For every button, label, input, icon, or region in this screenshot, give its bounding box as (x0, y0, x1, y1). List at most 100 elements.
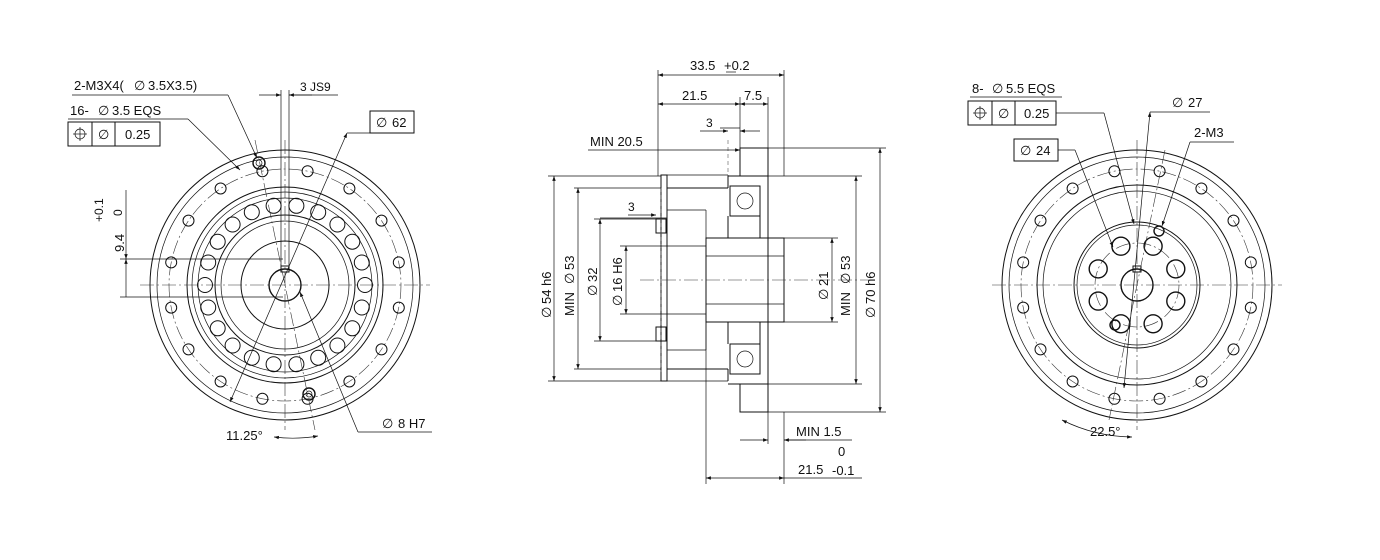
shaft-dia-text: 8 H7 (398, 416, 425, 431)
roller (288, 197, 305, 214)
bolt-hole (182, 214, 195, 227)
bolt-hole (182, 343, 195, 356)
diameter-symbol: ∅ (816, 289, 831, 300)
diameter-symbol: ∅ (98, 103, 109, 118)
right-holes-callout-text: 8- (972, 81, 984, 96)
left-feature-control-frame: ∅ 0.25 (67, 121, 161, 147)
diameter-symbol: ∅ (863, 307, 878, 318)
diameter-symbol: ∅ (539, 307, 554, 318)
min-53-right-text: 53 (838, 256, 853, 270)
bolt-hole (214, 182, 227, 195)
roller (344, 233, 361, 250)
diameter-symbol: ∅ (1020, 143, 1031, 158)
dia-54-text: 54 h6 (539, 271, 554, 304)
left-angle-dimension: 11.25° (226, 428, 319, 443)
overall-length-text: 33.5 (690, 58, 715, 73)
bore-dia-text: 62 (392, 115, 406, 130)
bolt-hole (375, 214, 388, 227)
bolt-hole (1153, 392, 1166, 405)
height-tol-upper: +0.1 (92, 198, 106, 222)
left-angle-text: 11.25° (226, 428, 263, 443)
len-b-text: 7.5 (744, 88, 762, 103)
right-dia-27-callout: ∅ 27 (1122, 95, 1210, 389)
bolt-hole (1195, 182, 1208, 195)
min-1-5-text: MIN 1.5 (796, 424, 842, 439)
bolt-hole (375, 343, 388, 356)
len-a-text: 21.5 (682, 88, 707, 103)
right-view: 8- ∅ 5.5 EQS ∅ 0.25 ∅ 27 ∅ 24 (967, 81, 1282, 439)
roller (353, 254, 370, 271)
dia-32-text: 32 (585, 268, 600, 282)
bottom-len-text: 21.5 (798, 462, 823, 477)
right-angle-text: 22.5° (1090, 424, 1121, 439)
roller (265, 356, 282, 373)
bolt-hole (1034, 343, 1047, 356)
right-holes-callout: 8- ∅ 5.5 EQS ∅ 0.25 (967, 81, 1135, 225)
keyway-dimension: 3 JS9 (259, 80, 338, 266)
inner-hole (1088, 259, 1108, 279)
min-53-right-prefix: MIN (838, 292, 853, 316)
bolt-hole (343, 182, 356, 195)
roller (310, 349, 327, 366)
dia-16-text: 16 H6 (610, 257, 625, 292)
diameter-symbol: ∅ (376, 115, 387, 130)
roller (209, 233, 226, 250)
middle-bottom-dimensions: MIN 1.5 21.5 0 -0.1 (705, 322, 862, 484)
diameter-symbol: ∅ (382, 416, 393, 431)
middle-top-dimensions: 33.5 +0.2 21.5 7.5 3 MIN 20.5 3 (588, 58, 785, 219)
diameter-symbol: ∅ (838, 273, 853, 284)
bolt-hole (1244, 256, 1257, 269)
shaft-diameter-dimension: ∅ 8 H7 (299, 291, 432, 433)
bore-diameter-dimension: ∅ 62 (229, 110, 415, 403)
holes-callout-text: 16- (70, 103, 89, 118)
diameter-symbol: ∅ (585, 285, 600, 296)
right-thread-callout: 2-M3 (1161, 125, 1234, 227)
roller (329, 216, 346, 233)
left-centerlines (140, 139, 430, 431)
bolt-hole (1195, 375, 1208, 388)
roller (310, 204, 327, 221)
right-bolt-holes (1017, 165, 1257, 405)
bolt-hole (1066, 375, 1079, 388)
bolt-hole (392, 256, 405, 269)
right-fcf-tolerance: 0.25 (1024, 106, 1049, 121)
inner-hole (1143, 236, 1163, 256)
bolt-hole (392, 301, 405, 314)
right-holes-callout-dia: 5.5 EQS (1006, 81, 1055, 96)
middle-right-diameters: ∅ 21 MIN ∅ 53 ∅ 70 h6 (768, 147, 886, 413)
dia-21-text: 21 (816, 272, 831, 286)
bolt-hole (1227, 343, 1240, 356)
bolt-hole (165, 256, 178, 269)
diameter-symbol: ∅ (998, 106, 1009, 121)
diameter-symbol: ∅ (562, 273, 577, 284)
diameter-symbol: ∅ (1172, 95, 1183, 110)
height-dimension: 9.4 +0.1 0 (92, 190, 283, 298)
bolt-hole (165, 301, 178, 314)
height-text: 9.4 (112, 234, 127, 252)
inner-hole (1166, 291, 1186, 311)
overall-length-tol: +0.2 (724, 58, 750, 73)
thread-callout-dia: 3.5X3.5) (148, 78, 197, 93)
roller (344, 320, 361, 337)
right-thread-text: 2-M3 (1194, 125, 1224, 140)
right-centerlines (992, 140, 1282, 430)
middle-left-diameters: ∅ 54 h6 MIN ∅ 53 ∅ 32 ∅ 16 H6 (539, 175, 706, 382)
keyway-text: 3 JS9 (300, 80, 331, 94)
inner-hole (1166, 259, 1186, 279)
min-53-left-text: 53 (562, 256, 577, 270)
min-53-left-prefix: MIN (562, 292, 577, 316)
right-threaded-holes (1109, 225, 1165, 331)
middle-housing (655, 140, 785, 413)
bolt-hole (1017, 256, 1030, 269)
holes-callout-dia: 3.5 EQS (112, 103, 161, 118)
height-tol-lower: 0 (111, 209, 125, 216)
left-fcf-tolerance: 0.25 (125, 127, 150, 142)
diameter-symbol: ∅ (992, 81, 1003, 96)
min-20-5-text: MIN 20.5 (590, 134, 643, 149)
diameter-symbol: ∅ (98, 127, 109, 142)
roller (224, 216, 241, 233)
diameter-symbol: ∅ (610, 295, 625, 306)
thread-callout-text: 2-M3X4( (74, 78, 125, 93)
roller (200, 254, 217, 271)
